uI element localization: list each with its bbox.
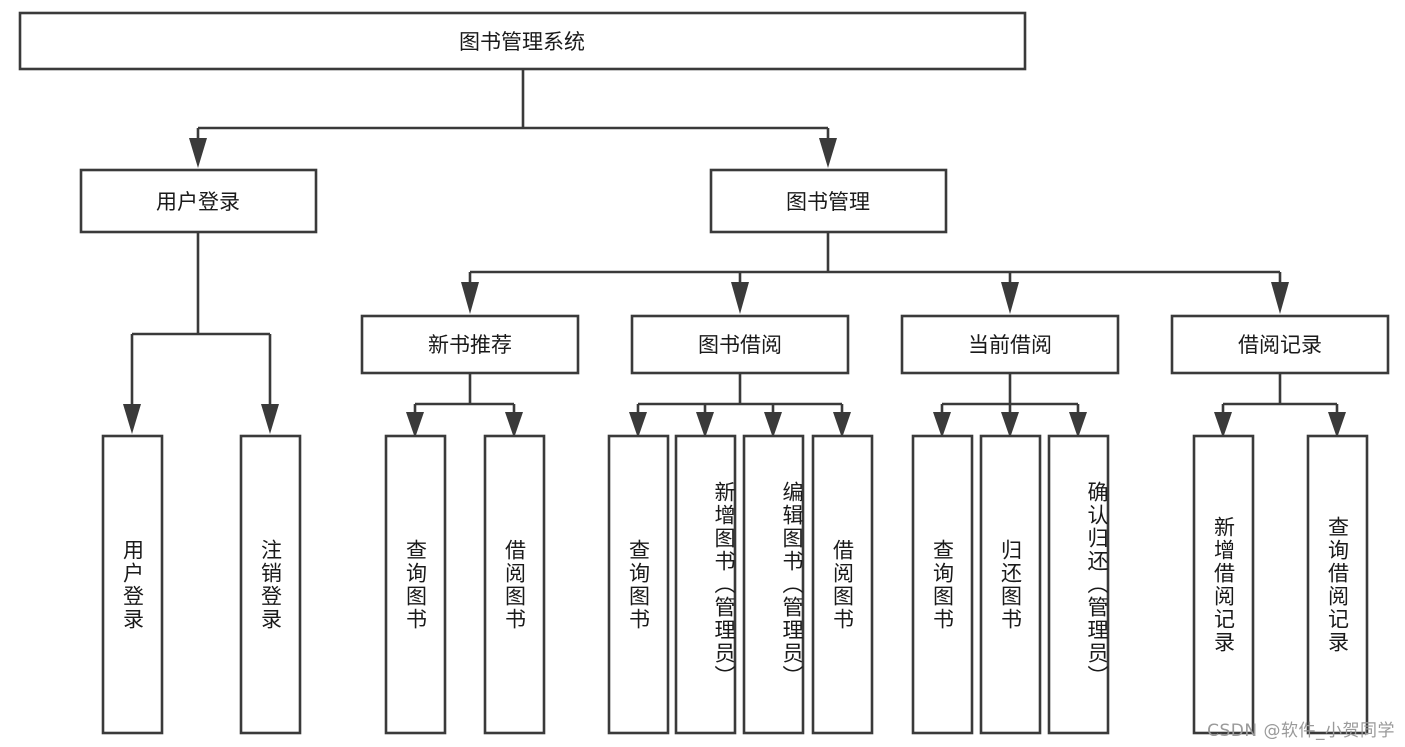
node-box-leaf-edit-book-admin[interactable] (742, 434, 805, 735)
arrow-icon-current-borrow (1001, 282, 1019, 314)
arrow-icon-bb-leaf-2 (696, 412, 714, 438)
node-box-new-book-recommend[interactable] (360, 314, 580, 375)
arrow-icon-cb-leaf-1 (933, 412, 951, 438)
arrow-icon-bb-leaf-4 (833, 412, 851, 438)
node-box-leaf-add-borrow-record[interactable] (1192, 434, 1255, 735)
node-box-book-management[interactable] (709, 168, 948, 234)
node-box-user-login[interactable] (79, 168, 318, 234)
label-book-borrow: 图书借阅 (698, 333, 782, 357)
arrow-icon-br-leaf-2 (1328, 412, 1346, 438)
arrow-icon-book-borrow (731, 282, 749, 314)
arrow-icon-borrow-record (1271, 282, 1289, 314)
label-borrow-record: 借阅记录 (1238, 333, 1322, 357)
arrow-icon-book-management (819, 138, 837, 168)
arrow-icon-cb-leaf-3 (1069, 412, 1087, 438)
connector-borrow-record-to-leaves (1214, 374, 1346, 438)
connector-book-borrow-to-leaves (629, 374, 851, 438)
arrow-icon-leaf-logout (261, 404, 279, 434)
connector-book-management-to-level3 (461, 233, 1289, 314)
node-box-leaf-return-book[interactable] (979, 434, 1042, 735)
arrow-icon-nb-leaf-1 (406, 412, 424, 438)
connector-user-login-to-leaves (123, 233, 279, 434)
node-box-leaf-query-book-2[interactable] (607, 434, 670, 735)
arrow-icon-new-book (461, 282, 479, 314)
arrow-icon-br-leaf-1 (1214, 412, 1232, 438)
connector-new-book-to-leaves (406, 374, 523, 438)
arrow-icon-bb-leaf-3 (764, 412, 782, 438)
arrow-icon-nb-leaf-2 (505, 412, 523, 438)
node-box-leaf-query-book-3[interactable] (911, 434, 974, 735)
node-box-leaf-logout-login[interactable] (239, 434, 302, 735)
arrow-icon-leaf-user-login (123, 404, 141, 434)
node-box-leaf-borrow-book-2[interactable] (811, 434, 874, 735)
csdn-watermark: CSDN @软件_小贺同学 (1207, 721, 1395, 741)
node-box-leaf-user-login[interactable] (101, 434, 164, 735)
node-box-book-borrow[interactable] (630, 314, 850, 375)
node-box-leaf-query-book-1[interactable] (384, 434, 447, 735)
node-box-leaf-borrow-book-1[interactable] (483, 434, 546, 735)
connector-title-to-level2 (189, 69, 837, 168)
node-box-leaf-query-borrow-record[interactable] (1306, 434, 1369, 735)
label-title: 图书管理系统 (459, 30, 585, 54)
label-current-borrow: 当前借阅 (968, 333, 1052, 357)
node-box-borrow-record[interactable] (1170, 314, 1390, 375)
node-box-current-borrow[interactable] (900, 314, 1120, 375)
node-box-leaf-confirm-return-admin[interactable] (1047, 434, 1110, 735)
label-book-management: 图书管理 (786, 190, 870, 214)
connector-current-borrow-to-leaves (933, 374, 1087, 438)
node-box-title[interactable] (18, 11, 1027, 71)
arrow-icon-user-login (189, 138, 207, 168)
arrow-icon-cb-leaf-2 (1001, 412, 1019, 438)
label-new-book-recommend: 新书推荐 (428, 333, 512, 357)
label-user-login: 用户登录 (156, 190, 240, 214)
arrow-icon-bb-leaf-1 (629, 412, 647, 438)
node-box-leaf-add-book-admin[interactable] (674, 434, 737, 735)
